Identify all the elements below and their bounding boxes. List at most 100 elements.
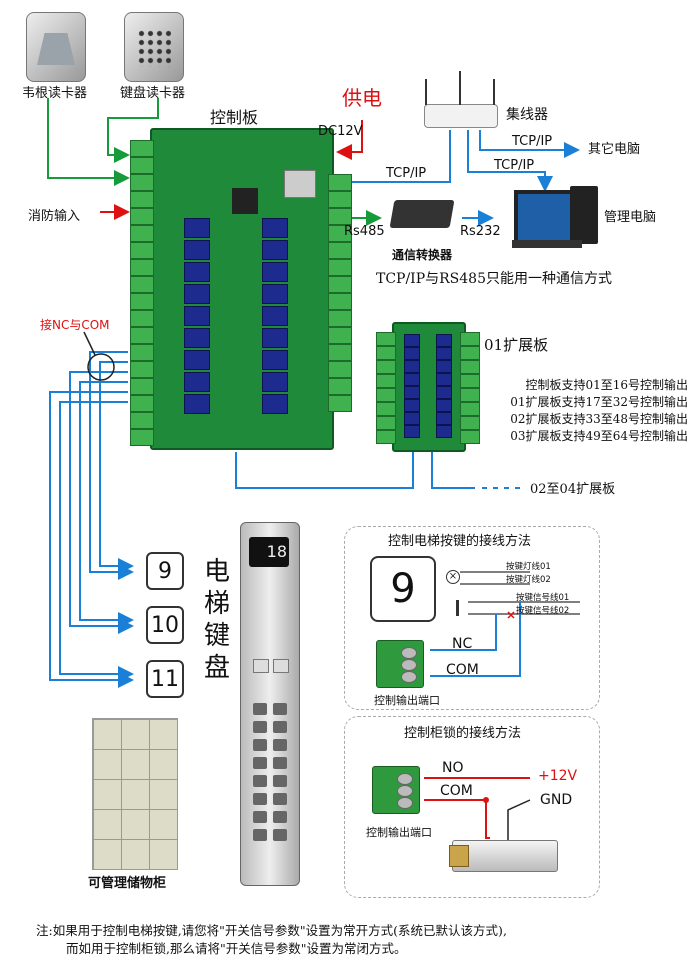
- relay: [404, 425, 420, 438]
- relay: [436, 386, 452, 399]
- relay: [436, 360, 452, 373]
- rs485-label: Rs485: [344, 224, 385, 239]
- relay: [404, 360, 420, 373]
- relay: [184, 350, 210, 370]
- panel-key: [273, 829, 287, 841]
- tcpip-label-pc: TCP/IP: [494, 158, 535, 173]
- no-label: NO: [442, 760, 464, 776]
- elevator-panel: 18: [240, 522, 300, 886]
- cabinet-label: 可管理储物柜: [88, 876, 167, 891]
- lamp-line-1: 按键灯线01: [506, 562, 551, 572]
- floor-display: 18: [249, 537, 289, 567]
- relay: [436, 399, 452, 412]
- panel-key: [253, 703, 267, 715]
- panel-key: [253, 793, 267, 805]
- terminal-block: [130, 378, 154, 395]
- hub-icon: [424, 71, 498, 128]
- panel-key: [273, 659, 289, 673]
- panel-key: [253, 829, 267, 841]
- lamp-line-2: 按键灯线02: [506, 575, 551, 585]
- terminal-block: [328, 395, 352, 412]
- lock-output-connector: [372, 766, 420, 814]
- display-number: 18: [266, 542, 287, 561]
- panel-key: [273, 811, 287, 823]
- relay: [184, 262, 210, 282]
- relay: [184, 284, 210, 304]
- terminal-block: [328, 174, 352, 191]
- relay: [262, 372, 288, 392]
- pc-tower-icon: [570, 186, 598, 244]
- nc-com-label: 接NC与COM: [40, 318, 110, 332]
- relay: [404, 386, 420, 399]
- relay: [404, 412, 420, 425]
- lock-port-label: 控制输出端口: [366, 826, 432, 839]
- terminal-block: [460, 360, 480, 374]
- relay: [262, 218, 288, 238]
- management-pc-label: 管理电脑: [604, 210, 657, 225]
- terminal-block: [328, 259, 352, 276]
- keypad-reader-icon: [124, 12, 184, 82]
- terminal-block: [376, 346, 396, 360]
- terminal-block: [460, 402, 480, 416]
- cpu-chip: [232, 188, 258, 214]
- floor-button-9: 9: [146, 552, 184, 590]
- network-port: [284, 170, 316, 198]
- terminal-block: [376, 388, 396, 402]
- terminal-block: [460, 416, 480, 430]
- panel-key: [273, 703, 287, 715]
- storage-cabinet-icon: [92, 718, 178, 870]
- relay: [262, 262, 288, 282]
- terminal-block: [130, 174, 154, 191]
- relay: [436, 334, 452, 347]
- relay: [262, 350, 288, 370]
- terminal-block: [130, 429, 154, 446]
- terminal-block: [130, 157, 154, 174]
- wiegand-reader-label: 韦根读卡器: [22, 86, 88, 101]
- relay: [262, 284, 288, 304]
- elevator-keypad-title: 电梯键盘: [204, 557, 231, 683]
- terminal-block: [328, 225, 352, 242]
- relay: [184, 328, 210, 348]
- support-line: 01扩展板支持17至32号控制输出: [510, 395, 688, 409]
- terminal-block: [130, 395, 154, 412]
- relay: [436, 425, 452, 438]
- footer-note-2: 而如用于控制柜锁,那么请将"开关信号参数"设置为常闭方式。: [66, 941, 407, 956]
- wiring-button-number: 9: [390, 566, 416, 612]
- terminal-block: [328, 276, 352, 293]
- relay: [184, 240, 210, 260]
- terminal-block: [130, 242, 154, 259]
- relay: [436, 412, 452, 425]
- terminal-block: [130, 276, 154, 293]
- keyboard-icon: [512, 240, 582, 248]
- tcpip-label-controller: TCP/IP: [386, 166, 427, 181]
- relay: [262, 394, 288, 414]
- panel-key: [273, 775, 287, 787]
- relay: [262, 306, 288, 326]
- panel-key: [253, 659, 269, 673]
- terminal-block: [328, 310, 352, 327]
- terminal-block: [460, 388, 480, 402]
- panel-key: [253, 721, 267, 733]
- converter-icon: [389, 200, 455, 228]
- elevator-wiring-title: 控制电梯按键的接线方法: [388, 534, 532, 549]
- relay: [436, 373, 452, 386]
- elevator-output-connector: [376, 640, 424, 688]
- com-label: COM: [446, 662, 479, 678]
- lock-com-label: COM: [440, 783, 473, 799]
- terminal-block: [328, 361, 352, 378]
- lock-wiring-box: [344, 716, 600, 898]
- nc-label: NC: [452, 636, 473, 652]
- wiegand-reader-icon: [26, 12, 86, 82]
- other-pc-label: 其它电脑: [588, 142, 641, 157]
- terminal-block: [376, 402, 396, 416]
- relay: [262, 240, 288, 260]
- terminal-block: [130, 344, 154, 361]
- wiring-button-9: 9: [370, 556, 436, 622]
- terminal-block: [130, 327, 154, 344]
- switch-icon: [456, 600, 459, 616]
- terminal-block: [460, 430, 480, 444]
- power-12v-label: +12V: [538, 768, 578, 784]
- terminal-block: [328, 293, 352, 310]
- panel-key: [253, 811, 267, 823]
- signal-line-1: 按键信号线01: [516, 593, 570, 603]
